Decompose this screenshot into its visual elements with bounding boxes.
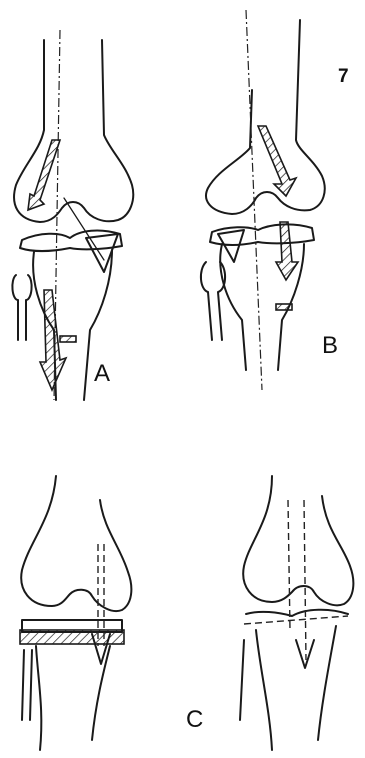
figure-number: 7	[338, 66, 349, 88]
panel-c-left-drawing	[20, 476, 131, 750]
panel-label-b: B	[322, 332, 338, 360]
panel-b-drawing	[201, 10, 325, 390]
panel-a-drawing	[12, 30, 133, 400]
panel-label-a: A	[94, 360, 110, 388]
panel-c-right-drawing	[240, 476, 353, 750]
panel-label-c: C	[186, 706, 203, 734]
